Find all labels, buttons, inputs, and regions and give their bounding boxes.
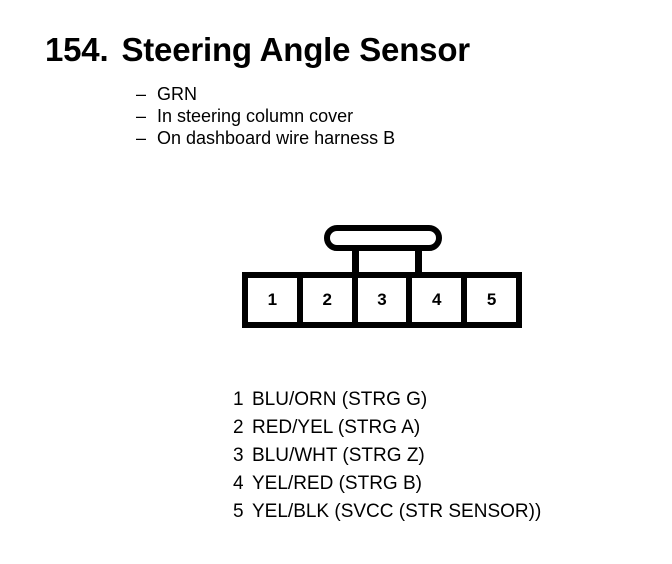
- legend-row: 1 BLU/ORN (STRG G): [233, 386, 541, 414]
- pin-legend: 1 BLU/ORN (STRG G) 2 RED/YEL (STRG A) 3 …: [233, 386, 541, 526]
- legend-row: 2 RED/YEL (STRG A): [233, 414, 541, 442]
- legend-wire-label: BLU/WHT (STRG Z): [252, 445, 425, 466]
- connector-latch-tab-icon: [324, 225, 442, 251]
- legend-wire-label: BLU/ORN (STRG G): [252, 389, 428, 410]
- connector-pin-cell: 1: [248, 278, 303, 322]
- legend-wire-label: YEL/BLK (SVCC (STR SENSOR)): [252, 501, 542, 522]
- legend-pin-number: 1: [233, 389, 244, 410]
- legend-pin-number: 5: [233, 501, 244, 522]
- dash-bullet-icon: –: [136, 128, 147, 148]
- attribute-item-label: On dashboard wire harness B: [157, 128, 396, 148]
- legend-row: 5 YEL/BLK (SVCC (STR SENSOR)): [233, 498, 541, 526]
- connector-pin-cell: 2: [302, 278, 358, 322]
- connector-pin-cell: 3: [357, 278, 413, 322]
- attribute-list: – GRN – In steering column cover – On da…: [136, 83, 395, 149]
- legend-row: 3 BLU/WHT (STRG Z): [233, 442, 541, 470]
- page-title: 154. Steering Angle Sensor: [45, 30, 470, 70]
- legend-wire-label: YEL/RED (STRG B): [252, 473, 422, 494]
- attribute-item-location: – In steering column cover: [136, 105, 395, 127]
- latch-leg-right-icon: [415, 245, 422, 280]
- latch-leg-left-icon: [352, 245, 359, 280]
- legend-pin-number: 4: [233, 473, 244, 494]
- attribute-item-color: – GRN: [136, 83, 395, 105]
- connector-pin-cell: 5: [467, 278, 516, 322]
- page-title-text: Steering Angle Sensor: [121, 31, 470, 68]
- attribute-item-label: GRN: [157, 84, 197, 104]
- dash-bullet-icon: –: [136, 106, 147, 126]
- connector-body: 1 2 3 4 5: [242, 272, 522, 328]
- legend-pin-number: 3: [233, 445, 244, 466]
- legend-wire-label: RED/YEL (STRG A): [252, 417, 421, 438]
- dash-bullet-icon: –: [136, 84, 147, 104]
- connector-diagram: 1 2 3 4 5: [242, 225, 522, 330]
- page-title-number: 154.: [45, 31, 109, 68]
- connector-pin-cell: 4: [412, 278, 468, 322]
- attribute-item-harness: – On dashboard wire harness B: [136, 127, 395, 149]
- attribute-item-label: In steering column cover: [157, 106, 354, 126]
- legend-row: 4 YEL/RED (STRG B): [233, 470, 541, 498]
- legend-pin-number: 2: [233, 417, 244, 438]
